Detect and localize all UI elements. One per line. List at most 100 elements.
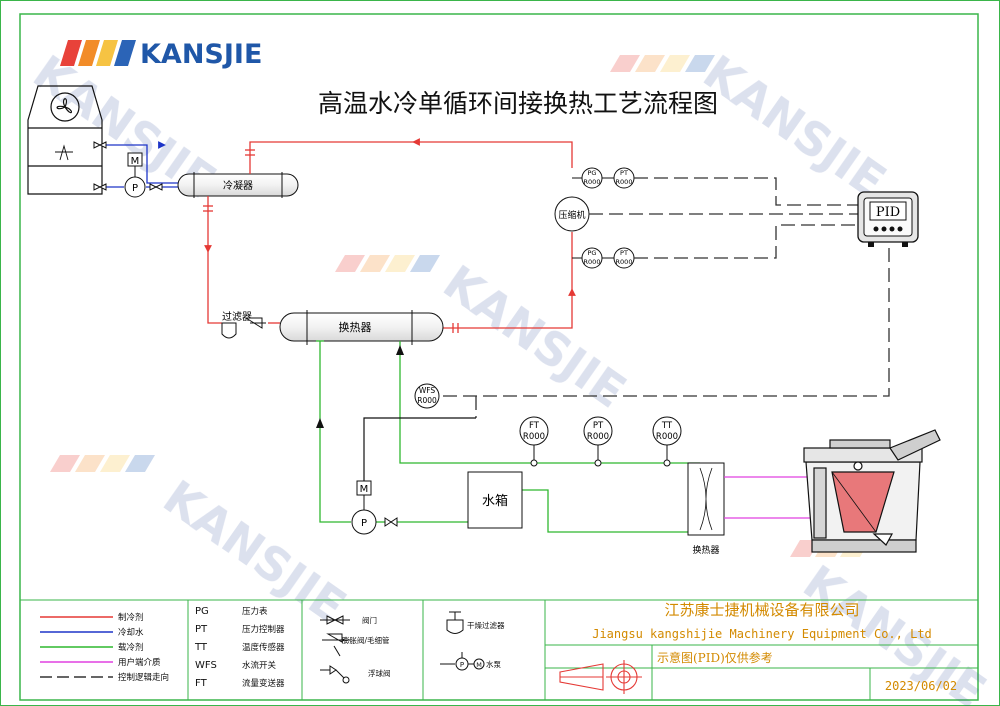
svg-text:载冷剂: 载冷剂	[118, 642, 144, 653]
svg-text:WFS: WFS	[419, 386, 436, 395]
svg-text:控制逻辑走向: 控制逻辑走向	[118, 672, 169, 683]
logo-text: KANSJIE	[140, 39, 262, 70]
svg-text:R000: R000	[587, 432, 609, 442]
svg-text:冷却水: 冷却水	[118, 627, 144, 638]
kansjie-logo: KANSJIE	[60, 39, 262, 70]
svg-text:压力控制器: 压力控制器	[242, 624, 285, 635]
abbreviation-legend: PG 压力表 PT 压力控制器 TT 温度传感器 WFS 水流开关 FT 流量变送器	[194, 606, 285, 689]
svg-text:压力表: 压力表	[242, 606, 268, 617]
svg-text:R000: R000	[584, 178, 601, 186]
heat-exchanger: 换热器	[279, 310, 444, 345]
svg-text:R000: R000	[616, 258, 633, 266]
refrigerant-lines	[203, 138, 576, 333]
svg-text:P: P	[460, 661, 464, 669]
signal-line	[363, 417, 476, 481]
svg-text:R000: R000	[656, 432, 678, 442]
watermark-text: KANSJIE	[694, 45, 896, 209]
legend-block	[20, 599, 978, 700]
secondary-loop-lines	[316, 340, 700, 533]
valve-icon	[384, 517, 398, 527]
valve-icon	[93, 141, 107, 149]
cooling-tower	[27, 85, 103, 195]
svg-text:P: P	[361, 518, 367, 529]
control-signal-lines	[424, 177, 890, 418]
svg-text:水泵: 水泵	[486, 659, 501, 669]
svg-text:PG: PG	[588, 169, 597, 177]
valve-icon	[93, 183, 107, 191]
svg-text:流量变送器: 流量变送器	[242, 678, 285, 689]
svg-text:R000: R000	[616, 178, 633, 186]
plate-heat-exchanger: 换热器	[687, 462, 725, 556]
diagram-title: 高温水冷单循环间接换热工艺流程图	[318, 89, 718, 118]
pressure-gauge-bottom: PG R000	[572, 247, 603, 269]
motor-label: M	[131, 156, 140, 167]
svg-text:R000: R000	[417, 396, 437, 405]
company-name-en: Jiangsu kangshijie Machinery Equipment C…	[592, 627, 932, 641]
condenser: 冷凝器	[177, 172, 299, 198]
svg-text:WFS: WFS	[195, 660, 217, 671]
svg-text:R000: R000	[584, 258, 601, 266]
condenser-label: 冷凝器	[223, 179, 253, 192]
company-block: 江苏康士捷机械设备有限公司 Jiangsu kangshijie Machine…	[559, 601, 957, 694]
heat-exchanger-label: 换热器	[339, 320, 372, 334]
svg-text:用户端介质: 用户端介质	[118, 657, 161, 668]
svg-text:PT: PT	[620, 169, 628, 177]
pump-label: P	[132, 183, 138, 194]
filter: 过滤器	[221, 310, 266, 339]
svg-text:阀门: 阀门	[362, 616, 377, 625]
svg-text:FT: FT	[529, 421, 540, 431]
temperature-transmitter: TT R000	[652, 416, 682, 467]
water-flow-switch: WFS R000	[414, 383, 440, 409]
process-pump: M P	[351, 480, 377, 535]
float-valve-icon	[320, 665, 350, 684]
svg-text:PG: PG	[195, 606, 209, 617]
expansion-valve-icon	[322, 633, 350, 657]
filter-label: 过滤器	[222, 310, 252, 323]
svg-text:PG: PG	[588, 249, 597, 257]
watermark-stripes	[50, 55, 870, 557]
projection-symbol-icon	[559, 660, 642, 694]
water-tank-label: 水箱	[482, 493, 508, 509]
flow-arrow-icon	[316, 418, 324, 428]
water-tank: 水箱	[467, 471, 523, 529]
pump-legend-icon: P M	[440, 652, 485, 671]
svg-text:M: M	[360, 484, 369, 495]
symbol-legend: 阀门 膨胀阀/毛细管 浮球阀 干燥过滤器 P M 水泵	[320, 611, 505, 684]
induction-furnace	[803, 429, 941, 553]
pressure-transmitter: PT R000	[583, 416, 613, 467]
cooling-pump: M P	[124, 152, 146, 198]
flow-arrow-icon	[396, 345, 404, 355]
inner-frame	[19, 13, 979, 701]
svg-text:PT: PT	[593, 421, 604, 431]
dryer-filter-icon	[446, 611, 464, 634]
valve-icon	[149, 183, 163, 191]
valve-icon	[320, 615, 350, 625]
svg-text:TT: TT	[661, 421, 673, 431]
svg-text:PT: PT	[195, 624, 208, 635]
svg-text:制冷剂: 制冷剂	[118, 612, 144, 623]
svg-text:干燥过滤器: 干燥过滤器	[467, 620, 505, 630]
compressor: 压缩机	[554, 196, 590, 232]
pressure-transmitter-top: PT R000	[602, 167, 635, 189]
svg-text:M: M	[476, 661, 482, 669]
pressure-gauge-top: PG R000	[572, 167, 603, 189]
svg-text:温度传感器: 温度传感器	[242, 642, 285, 653]
pid-label: PID	[876, 205, 900, 220]
svg-text:TT: TT	[194, 642, 208, 653]
compressor-label: 压缩机	[558, 209, 585, 221]
svg-text:R000: R000	[523, 432, 545, 442]
pid-controller: PID	[857, 191, 919, 247]
drawing-date: 2023/06/02	[885, 679, 957, 693]
pressure-transmitter-bottom: PT R000	[602, 247, 635, 269]
svg-text:PT: PT	[620, 249, 628, 257]
plate-hx-label: 换热器	[692, 544, 719, 556]
svg-text:膨胀阀/毛细管: 膨胀阀/毛细管	[342, 635, 390, 645]
line-legend: 制冷剂 冷却水 载冷剂 用户端介质 控制逻辑走向	[40, 612, 169, 683]
svg-text:FT: FT	[195, 678, 208, 689]
schematic-note: 示意图(PID)仅供参考	[657, 650, 773, 665]
flow-transmitter: FT R000	[519, 416, 549, 467]
watermark-text: KANSJIE	[434, 255, 636, 419]
svg-text:水流开关: 水流开关	[242, 660, 277, 671]
